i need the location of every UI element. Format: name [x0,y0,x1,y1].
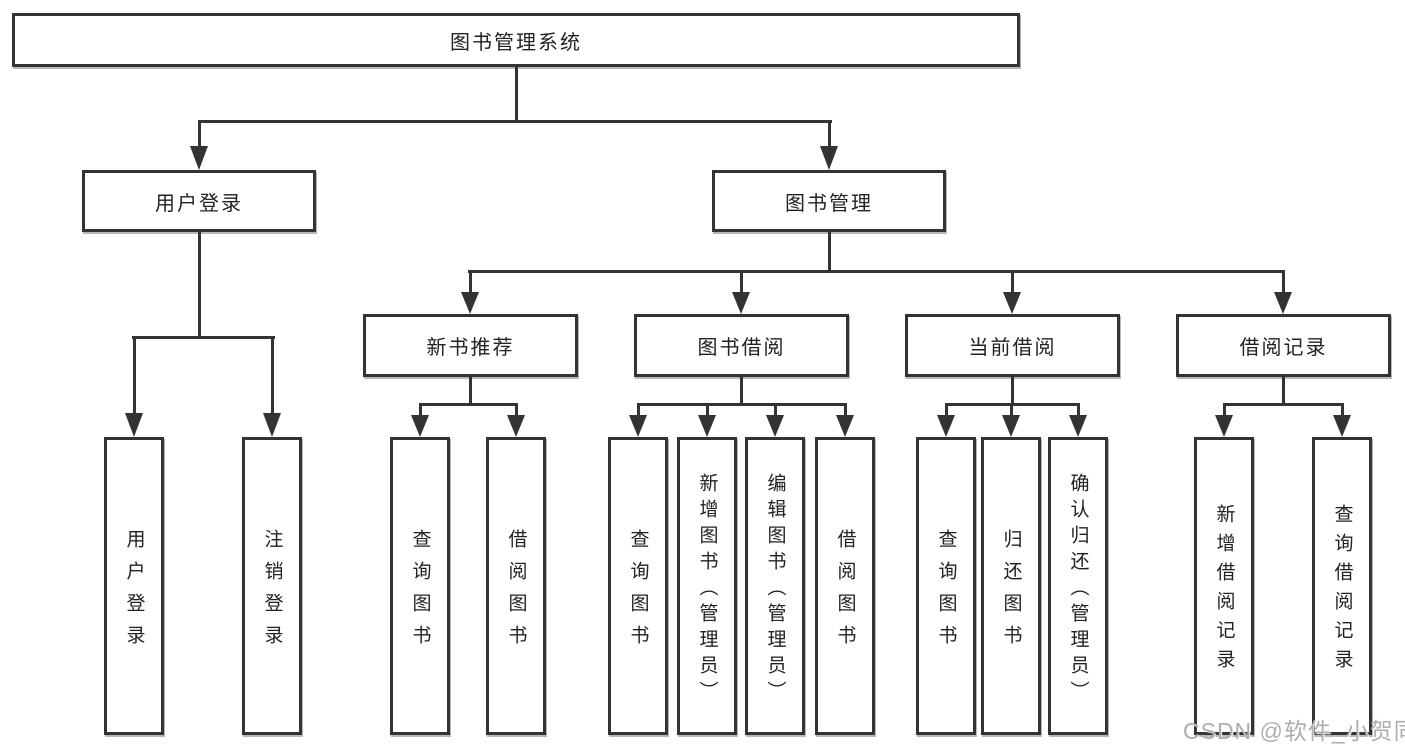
node-current-borrowing: 当前借阅 [905,314,1120,377]
arrowhead-down-icon [937,415,955,437]
node-new-book-recommend: 新书推荐 [363,314,578,377]
connector-vline [198,232,201,336]
leaf-query-book-recommend: 查询图书 [390,437,450,735]
leaf-borrow-book: 借阅图书 [815,437,875,735]
connector-vline [469,270,472,292]
leaf-user-login: 用户登录 [104,437,164,735]
leaf-confirm-return-admin-label: 确认归还（管理员） [1067,472,1089,707]
connector-vline [419,403,422,415]
leaf-return-book-label: 归还图书 [1000,528,1022,657]
arrowhead-down-icon [1069,415,1087,437]
connector-vline [828,232,831,270]
leaf-edit-book-admin: 编辑图书（管理员） [745,437,805,735]
connector-vline [1011,377,1014,403]
connector-vline [740,377,743,403]
connector-vline [740,270,743,292]
connector-vline [774,403,777,415]
arrowhead-down-icon [1274,292,1292,314]
leaf-query-book-current: 查询图书 [916,437,976,735]
leaf-logout: 注销登录 [242,437,302,735]
connector-hline [198,120,832,123]
leaf-add-borrow-record: 新增借阅记录 [1194,437,1254,735]
leaf-borrow-book-recommend: 借阅图书 [486,437,546,735]
leaf-borrow-book-recommend-label: 借阅图书 [505,528,527,657]
leaf-query-book-recommend-label: 查询图书 [409,528,431,657]
arrowhead-down-icon [1215,415,1233,437]
connector-hline [132,336,275,339]
node-new-book-recommend-label: 新书推荐 [426,337,515,359]
connector-hline [419,403,518,406]
arrowhead-down-icon [629,415,647,437]
connector-vline [1011,270,1014,292]
node-book-borrowing-label: 图书借阅 [697,337,786,359]
connector-hline [637,403,847,406]
node-borrowing-records-label: 借阅记录 [1239,337,1328,359]
connector-vline [1341,403,1344,415]
leaf-borrow-book-label: 借阅图书 [834,528,856,657]
leaf-logout-label: 注销登录 [261,528,283,657]
arrowhead-down-icon [1003,292,1021,314]
leaf-confirm-return-admin: 确认归还（管理员） [1048,437,1108,735]
arrowhead-down-icon [836,415,854,437]
leaf-query-borrow-record: 查询借阅记录 [1312,437,1372,735]
arrowhead-down-icon [1002,415,1020,437]
arrowhead-down-icon [820,146,838,170]
arrowhead-down-icon [263,413,281,437]
node-user-login-label: 用户登录 [155,192,243,215]
arrowhead-down-icon [698,415,716,437]
leaf-query-book-borrowing-label: 查询图书 [627,528,649,657]
leaf-query-borrow-record-label: 查询借阅记录 [1331,504,1353,678]
leaf-add-book-admin-label: 新增图书（管理员） [696,472,718,707]
arrowhead-down-icon [411,415,429,437]
leaf-user-login-label: 用户登录 [123,528,145,657]
arrowhead-down-icon [461,292,479,314]
connector-vline [271,336,274,413]
connector-hline [468,270,1285,273]
leaf-return-book: 归还图书 [981,437,1041,735]
arrowhead-down-icon [125,413,143,437]
leaf-query-book-current-label: 查询图书 [935,528,957,657]
node-book-borrowing: 图书借阅 [634,314,849,377]
connector-vline [1282,270,1285,292]
arrowhead-down-icon [766,415,784,437]
connector-vline [515,67,518,120]
node-book-management-label: 图书管理 [785,192,873,215]
connector-vline [1223,403,1226,415]
node-user-login: 用户登录 [82,170,316,232]
connector-vline [1010,403,1013,415]
connector-vline [1077,403,1080,415]
node-current-borrowing-label: 当前借阅 [968,337,1057,359]
node-borrowing-records: 借阅记录 [1176,314,1391,377]
leaf-add-book-admin: 新增图书（管理员） [677,437,737,735]
arrowhead-down-icon [507,415,525,437]
connector-vline [706,403,709,415]
leaf-add-borrow-record-label: 新增借阅记录 [1213,504,1235,678]
node-root: 图书管理系统 [12,13,1020,67]
node-root-label: 图书管理系统 [450,31,582,54]
csdn-watermark: CSDN @软件_小贺同学 [1183,718,1405,744]
arrowhead-down-icon [732,292,750,314]
connector-vline [198,120,201,146]
arrowhead-down-icon [190,146,208,170]
node-book-management: 图书管理 [712,170,946,232]
leaf-edit-book-admin-label: 编辑图书（管理员） [764,472,786,707]
connector-vline [945,403,948,415]
connector-vline [1282,377,1285,403]
connector-vline [469,377,472,403]
connector-vline [828,120,831,146]
connector-vline [844,403,847,415]
connector-vline [637,403,640,415]
connector-hline [1223,403,1344,406]
leaf-query-book-borrowing: 查询图书 [608,437,668,735]
connector-vline [515,403,518,415]
connector-vline [133,336,136,413]
arrowhead-down-icon [1333,415,1351,437]
